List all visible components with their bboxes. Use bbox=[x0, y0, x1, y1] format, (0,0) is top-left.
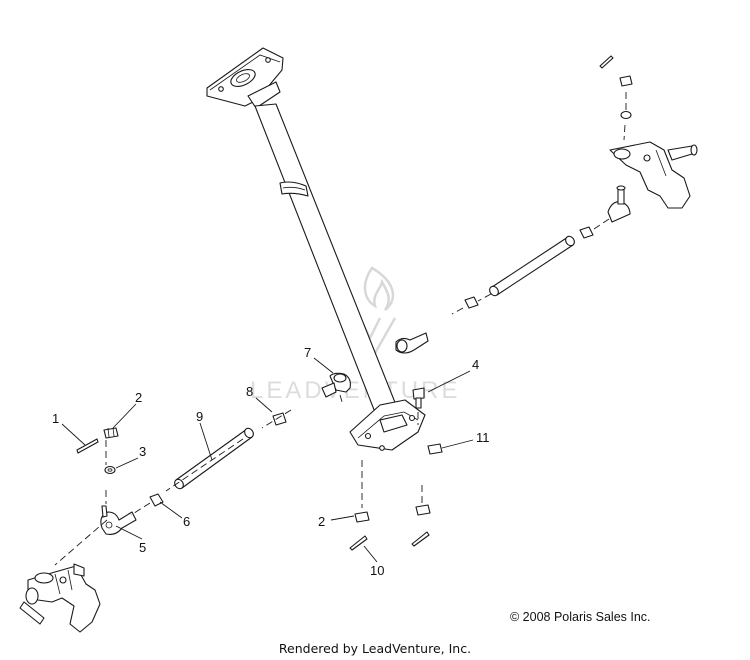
washer-left bbox=[104, 465, 116, 475]
callout-2-bottom: 2 bbox=[318, 514, 325, 529]
callout-7: 7 bbox=[304, 345, 311, 360]
cotter-pin-bottom bbox=[349, 535, 368, 551]
ball-joint-upper bbox=[395, 332, 429, 354]
callout-10: 10 bbox=[370, 563, 384, 578]
nut-8 bbox=[272, 412, 287, 426]
rendered-by-footer: Rendered by LeadVenture, Inc. bbox=[278, 641, 472, 656]
tie-rod-right bbox=[489, 235, 575, 297]
jam-nut-right-inner bbox=[464, 296, 479, 309]
jam-nut-right-outer bbox=[579, 226, 594, 239]
callout-1: 1 bbox=[52, 411, 59, 426]
callout-labels: 1 2 3 4 5 6 7 8 9 2 10 11 bbox=[52, 345, 490, 578]
callout-4: 4 bbox=[472, 357, 479, 372]
castle-nut-bottom bbox=[354, 511, 370, 523]
cotter-pin-right bbox=[599, 55, 614, 69]
callout-11: 11 bbox=[476, 430, 490, 445]
cotter-pin-left bbox=[76, 438, 99, 454]
tie-rod-end-right bbox=[607, 185, 631, 223]
callout-9: 9 bbox=[196, 409, 203, 424]
callout-8: 8 bbox=[246, 384, 253, 399]
leader-lines bbox=[61, 357, 474, 563]
watermark-text: LEADVENTURE bbox=[250, 377, 460, 404]
jam-nut-left bbox=[149, 493, 164, 507]
nut-11 bbox=[427, 443, 443, 455]
castle-nut-bottom-right bbox=[415, 504, 431, 516]
callout-5: 5 bbox=[139, 540, 146, 555]
copyright-notice: © 2008 Polaris Sales Inc. bbox=[510, 610, 651, 624]
ball-joint-7 bbox=[321, 372, 351, 398]
spindle-right bbox=[609, 141, 698, 209]
assembly-lines bbox=[54, 92, 627, 566]
callout-6: 6 bbox=[183, 514, 190, 529]
steering-column bbox=[206, 47, 426, 451]
bolt-4 bbox=[412, 387, 425, 409]
castle-nut-right bbox=[619, 75, 633, 87]
spindle-left bbox=[19, 563, 101, 633]
callout-2-top: 2 bbox=[135, 390, 142, 405]
tie-rod-end-left bbox=[100, 505, 137, 535]
cotter-pin-bottom-right bbox=[411, 531, 430, 547]
castle-nut-left bbox=[103, 427, 119, 439]
callout-3: 3 bbox=[139, 444, 146, 459]
washer-right bbox=[620, 110, 632, 120]
